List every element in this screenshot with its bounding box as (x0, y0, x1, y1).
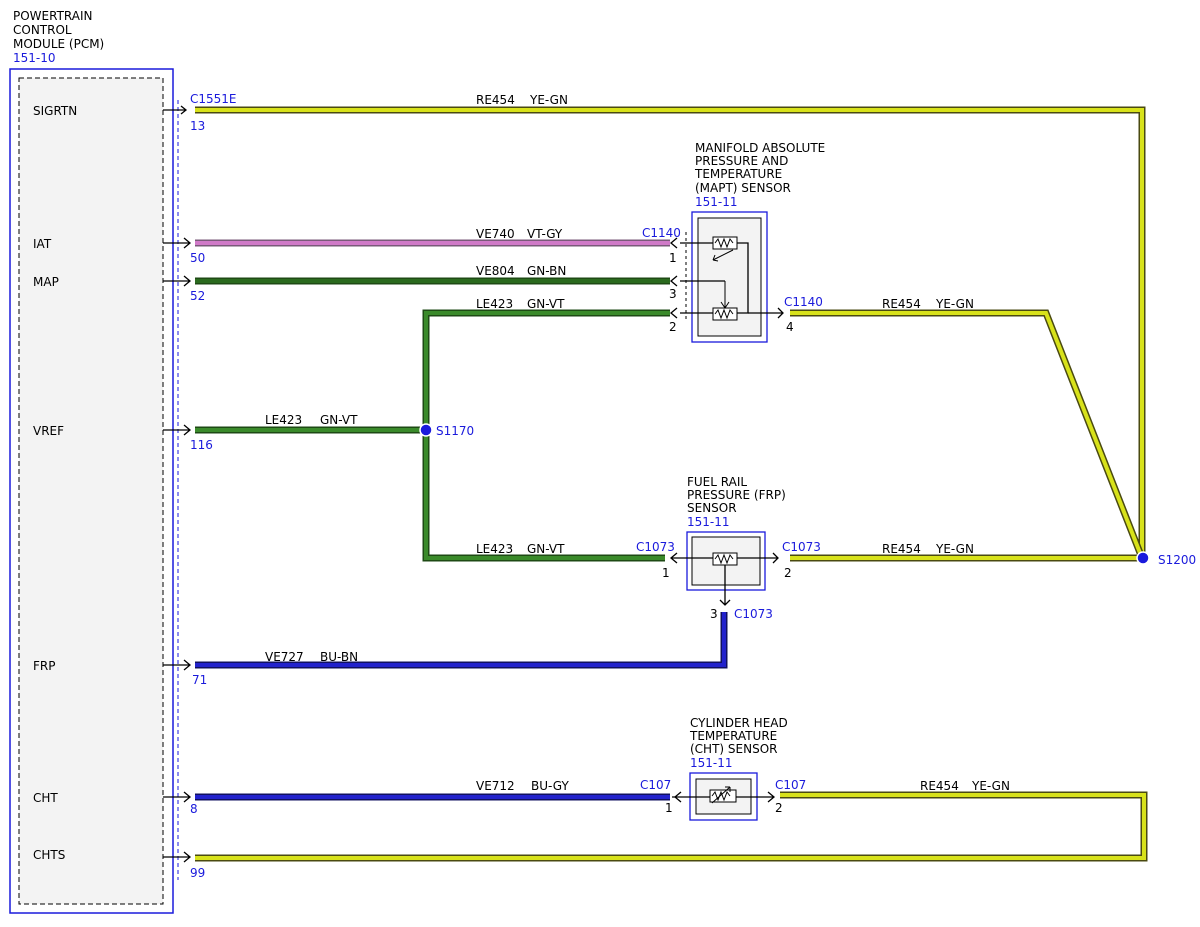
pin-mapt-4: 4 (786, 320, 794, 334)
pcm-pin-chts: CHTS (33, 848, 65, 862)
wire-iat-circuit: VE740 (476, 227, 515, 241)
pin-pcm-50: 50 (190, 251, 205, 265)
connector-c1140-iat: C1140 (642, 226, 681, 240)
mapt-title-line-1: MANIFOLD ABSOLUTE (695, 141, 825, 155)
wire-cht-rtn-circuit: RE454 (920, 779, 959, 793)
pcm-module: POWERTRAIN CONTROL MODULE (PCM) 151-10 S… (9, 9, 237, 914)
wire-map-circuit: VE804 (476, 264, 515, 278)
pin-mapt-3: 3 (669, 287, 677, 301)
mapt-title-line-2: PRESSURE AND (695, 154, 788, 168)
frp-title-line-2: PRESSURE (FRP) (687, 488, 786, 502)
splice-s1170: S1170 (419, 423, 474, 438)
pcm-title-line-1: POWERTRAIN (13, 9, 93, 23)
wire-vref-color: GN-VT (320, 413, 358, 427)
cht-title-line-1: CYLINDER HEAD (690, 716, 788, 730)
wire-frp-sig-color: BU-BN (320, 650, 358, 664)
cht-title-line-3: (CHT) SENSOR (690, 742, 778, 756)
pin-pcm-71: 71 (192, 673, 207, 687)
pin-pcm-13: 13 (190, 119, 205, 133)
frp-title-line-1: FUEL RAIL (687, 475, 747, 489)
wire-vref-mapt-color: GN-VT (527, 297, 565, 311)
wire-frp-signal (195, 612, 728, 669)
pcm-pin-cht: CHT (33, 791, 58, 805)
wire-cht-sig-color: BU-GY (531, 779, 569, 793)
pcm-stub-cht (163, 791, 192, 803)
wire-frp-rtn-color: YE-GN (935, 542, 974, 556)
wire-map-color: GN-BN (527, 264, 566, 278)
pcm-pin-frp: FRP (33, 659, 55, 673)
connector-c1140-out: C1140 (784, 295, 823, 309)
pcm-stub-frp (163, 659, 192, 671)
pcm-stub-vref (163, 424, 192, 436)
pin-cht-1: 1 (665, 801, 673, 815)
wire-sigrtn (195, 106, 1146, 558)
connector-c1551e: C1551E (190, 92, 237, 106)
pcm-stub-sigrtn (163, 105, 188, 115)
cht-title-line-2: TEMPERATURE (689, 729, 777, 743)
wire-cht-sig-circuit: VE712 (476, 779, 515, 793)
wire-sigrtn-circuit: RE454 (476, 93, 515, 107)
pin-frp-2: 2 (784, 566, 792, 580)
connector-c1073-left: C1073 (636, 540, 675, 554)
splice-s1170-label: S1170 (436, 424, 474, 438)
wire-mapt-rtn-circuit: RE454 (882, 297, 921, 311)
mapt-outline (691, 211, 768, 343)
pin-mapt-1: 1 (669, 251, 677, 265)
wire-sigrtn-color: YE-GN (529, 93, 568, 107)
wire-cht-return (195, 791, 1148, 862)
mapt-ref: 151-11 (695, 195, 738, 209)
cht-ref: 151-11 (690, 756, 733, 770)
pin-pcm-116: 116 (190, 438, 213, 452)
frp-title-line-3: SENSOR (687, 501, 737, 515)
splice-s1200: S1200 (1136, 551, 1196, 567)
pin-pcm-8: 8 (190, 802, 198, 816)
wire-frp-rtn-circuit: RE454 (882, 542, 921, 556)
pin-cht-2: 2 (775, 801, 783, 815)
wire-vref-frp-color: GN-VT (527, 542, 565, 556)
wire-vref-mapt-circuit: LE423 (476, 297, 513, 311)
wires (195, 106, 1148, 862)
connector-c107-left: C107 (640, 778, 671, 792)
pcm-pin-iat: IAT (33, 237, 52, 251)
pin-mapt-2: 2 (669, 320, 677, 334)
wire-vref-frp-circuit: LE423 (476, 542, 513, 556)
mapt-title-line-3: TEMPERATURE (694, 167, 782, 181)
pcm-title-line-3: MODULE (PCM) (13, 37, 104, 51)
wire-cht-rtn-color: YE-GN (971, 779, 1010, 793)
wire-mapt-rtn-color: YE-GN (935, 297, 974, 311)
mapt-title-line-4: (MAPT) SENSOR (695, 181, 791, 195)
wire-frp-sig-circuit: VE727 (265, 650, 304, 664)
pin-frp-1: 1 (662, 566, 670, 580)
pcm-pin-sigrtn: SIGRTN (33, 104, 77, 118)
pin-pcm-99: 99 (190, 866, 205, 880)
connector-c1073-bottom: C1073 (734, 607, 773, 621)
connector-c1073-right: C1073 (782, 540, 821, 554)
splice-s1200-label: S1200 (1158, 553, 1196, 567)
wire-mapt-return (790, 309, 1146, 560)
connector-c107-right: C107 (775, 778, 806, 792)
pcm-pin-vref: VREF (33, 424, 64, 438)
mapt-sensor: MANIFOLD ABSOLUTE PRESSURE AND TEMPERATU… (642, 141, 825, 343)
frp-outline (686, 531, 766, 591)
frp-body (691, 536, 761, 586)
pcm-pin-map: MAP (33, 275, 59, 289)
pcm-stub-map (163, 275, 192, 287)
pcm-outline (9, 68, 174, 914)
frp-sensor: FUEL RAIL PRESSURE (FRP) SENSOR 151-11 C… (636, 475, 821, 621)
pcm-stub-iat (163, 237, 192, 249)
pin-frp-3: 3 (710, 607, 718, 621)
frp-ref: 151-11 (687, 515, 730, 529)
pcm-inner (18, 77, 164, 905)
wire-iat-color: VT-GY (527, 227, 563, 241)
wire-vref-circuit: LE423 (265, 413, 302, 427)
pcm-title-line-2: CONTROL (13, 23, 72, 37)
cht-sensor: CYLINDER HEAD TEMPERATURE (CHT) SENSOR 1… (640, 716, 806, 821)
wire-labels: RE454 YE-GN VE740 VT-GY VE804 GN-BN LE42… (265, 93, 1010, 793)
pin-pcm-52: 52 (190, 289, 205, 303)
pcm-ref: 151-10 (13, 51, 56, 65)
pcm-stub-chts (163, 851, 192, 863)
